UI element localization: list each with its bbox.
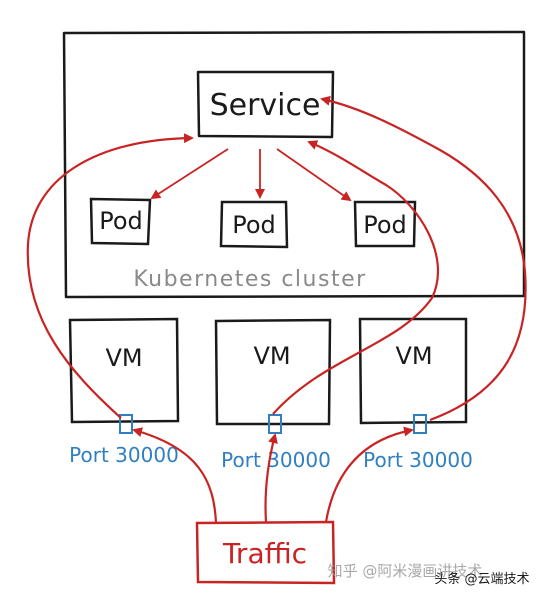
vm-label: VM [395,342,432,370]
vm-3: VM [358,317,468,425]
traffic-to-port-1-arrow [132,427,218,524]
pod-box [353,200,417,248]
pod-1: Pod [89,197,152,246]
cluster-label: Kubernetes cluster [133,267,366,292]
port-3-to-service-arrow [320,95,527,422]
vm-2: VM [214,318,332,426]
pod-box [219,200,289,249]
port-1-label: Port 30000 [69,443,179,467]
traffic-to-port-2-arrow [264,433,278,523]
service-to-pod-1-arrow [150,148,229,200]
service-label: Service [210,88,321,123]
watermark-caption: 头条 @云端技术 [434,571,529,587]
pod-3: Pod [353,200,417,248]
traffic-box [195,520,336,585]
service-to-pod-3-arrow [276,148,352,202]
cluster-box [62,30,526,299]
port-2-square [268,414,282,434]
port-2-to-service-arrow [272,140,440,415]
service-box [196,70,335,139]
port-3-label: Port 30000 [363,448,473,472]
port-1-to-service-arrow [26,133,194,419]
vm-label: VM [253,342,290,370]
pod-label: Pod [363,211,407,239]
vm-box [68,317,180,424]
port-3-square [413,414,427,434]
pod-box [89,197,152,246]
traffic-label: Traffic [222,537,307,570]
traffic-to-port-3-arrow [324,426,414,523]
vm-1: VM [68,317,180,424]
pod-label: Pod [99,207,143,235]
watermark-site: 知乎 @阿米漫画讲技术 [328,562,483,580]
vm-box [214,318,332,426]
port-1-square [119,414,133,434]
port-2-label: Port 30000 [221,448,331,472]
pod-label: Pod [232,211,276,239]
pod-2: Pod [219,200,289,249]
vm-box [358,317,468,425]
vm-label: VM [105,344,142,372]
